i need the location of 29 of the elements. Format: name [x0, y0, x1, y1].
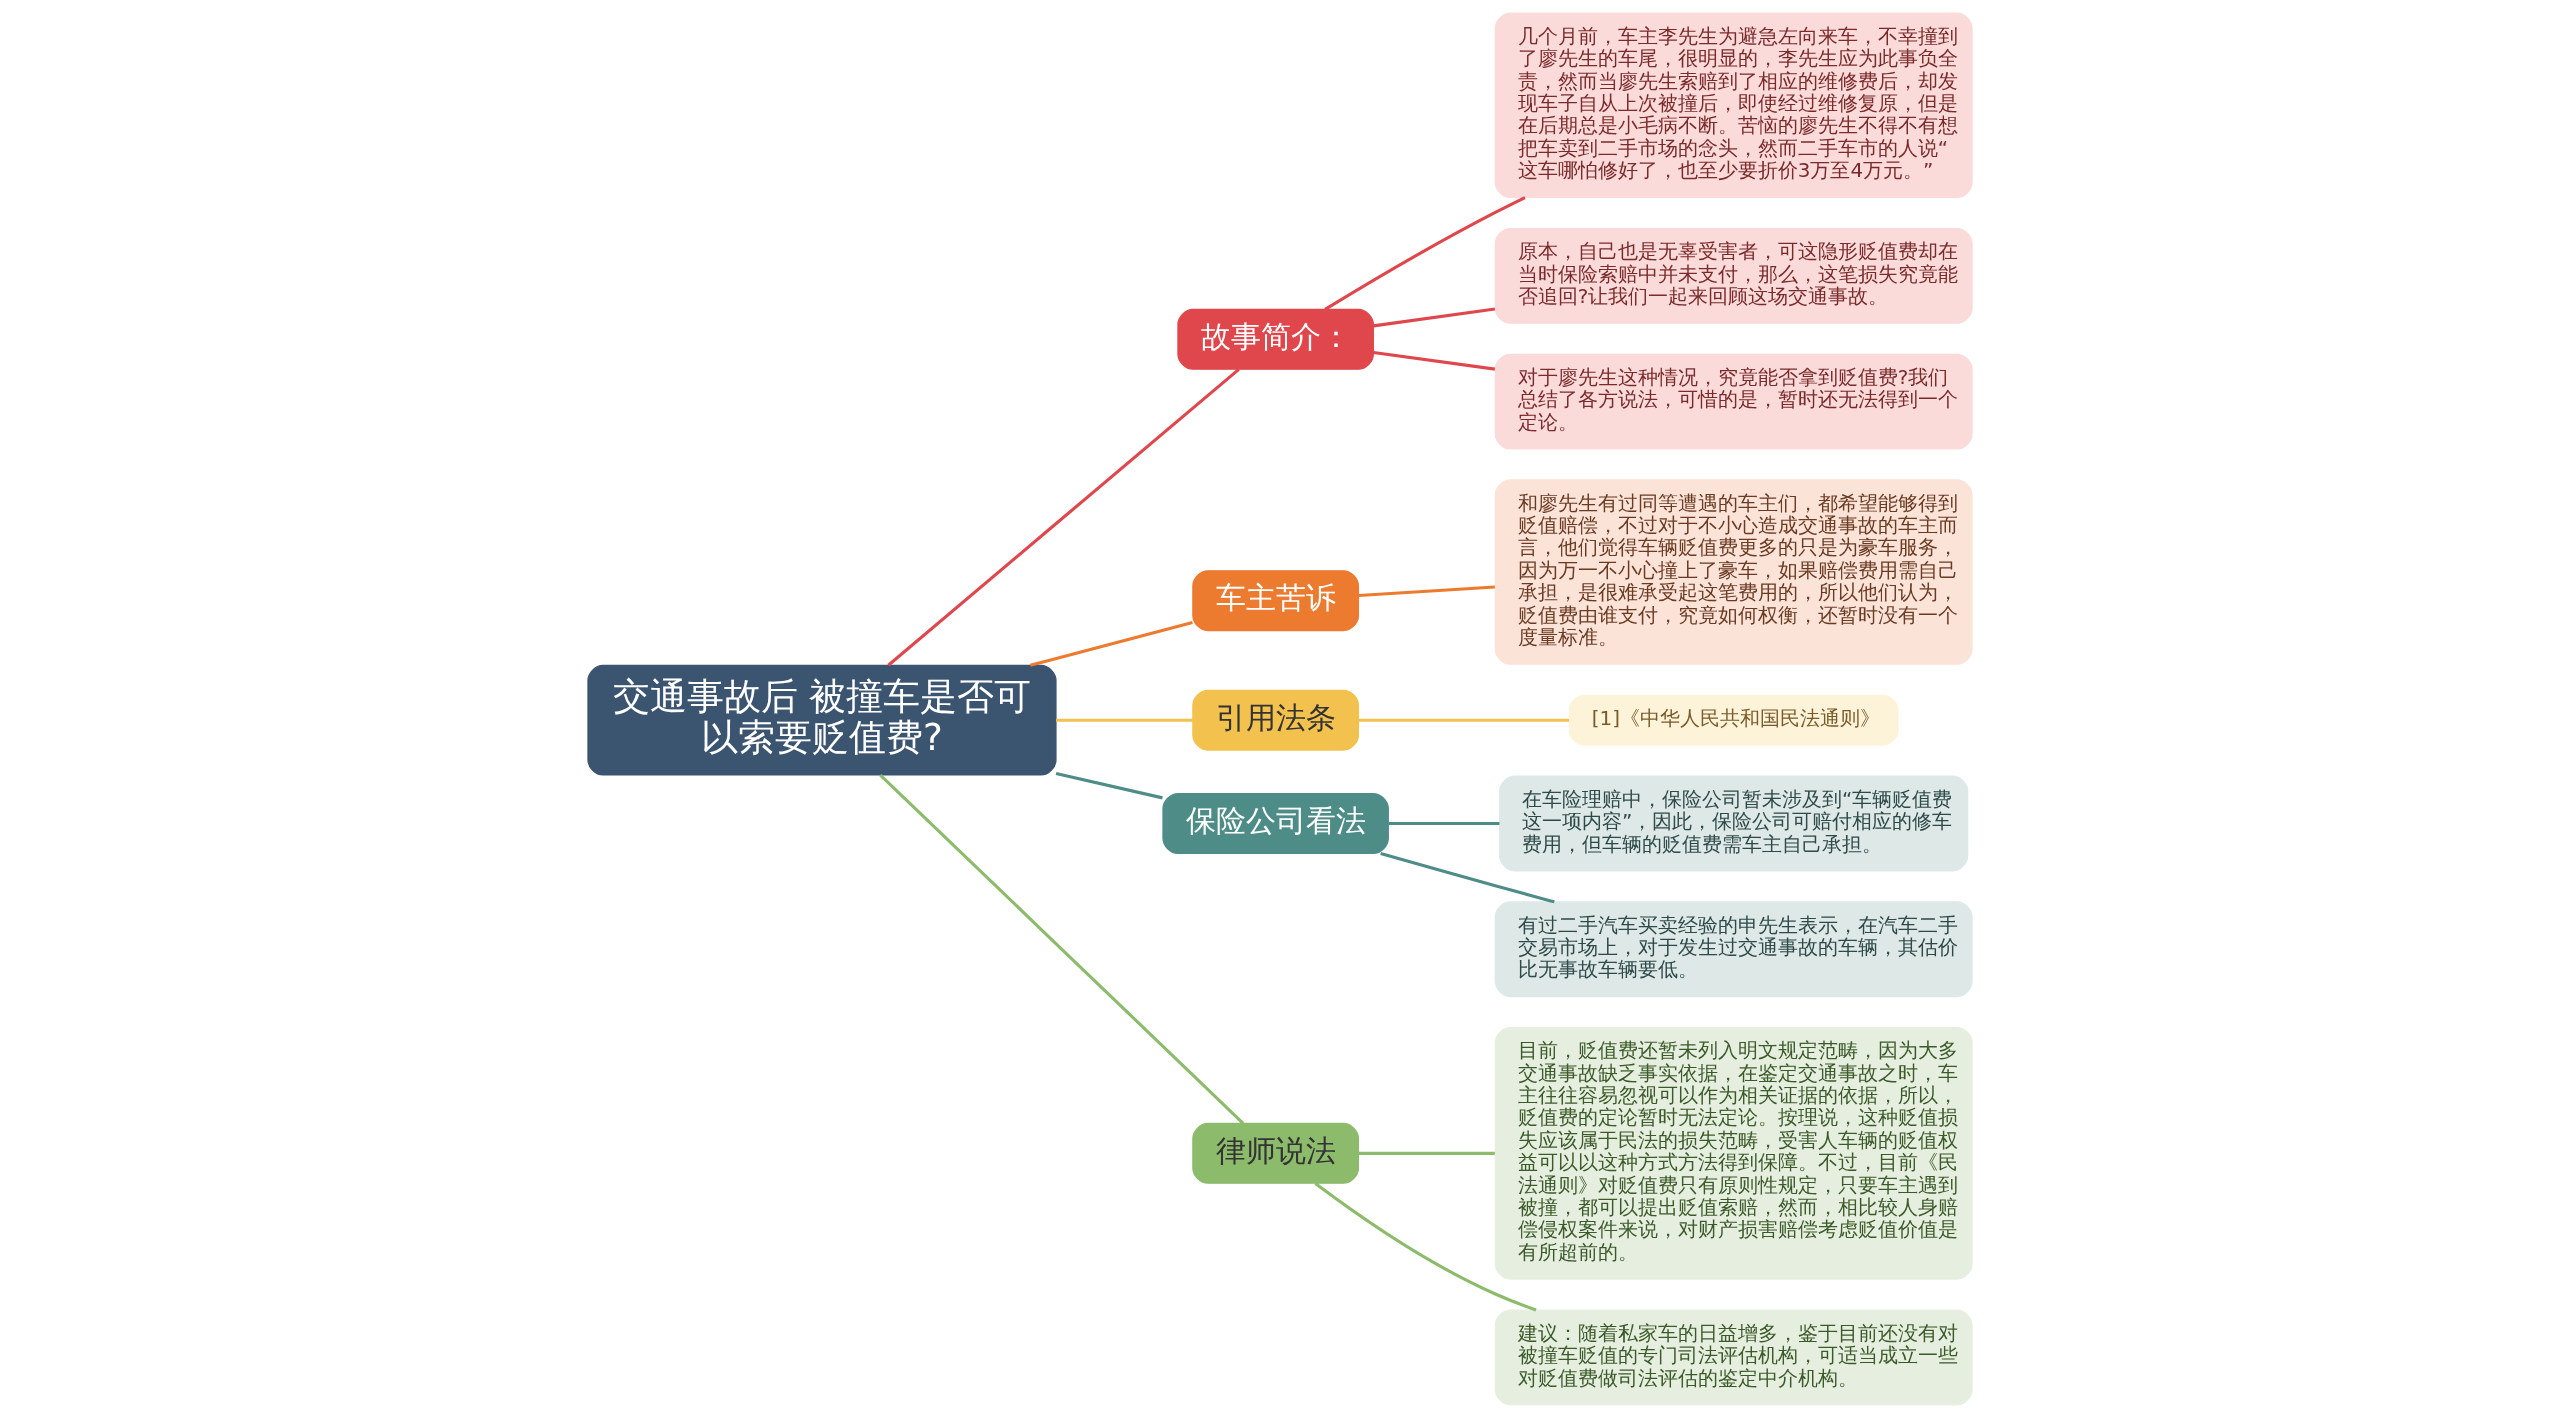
node-box: 车主苦诉: [1192, 570, 1360, 632]
connector: [1373, 351, 1496, 371]
node-box: [1]《中华人民共和国民法通则》: [1568, 694, 1899, 746]
connector: [1056, 718, 1193, 722]
connector: [1380, 851, 1555, 904]
connector: [879, 773, 1245, 1125]
node-box: 几个月前，车主李先生为避急左向来车，不幸撞到了廖先生的车尾，很明显的，李先生应为此事负全责，然而当廖先生索赔到了相应的维修费后，却发现车子自从上次被撞后，即使经过维修复原，但是在后期总是小毛病不断。苦恼的廖先生不得不有想把车卖到二手市场的念头，然而二手车市的人说“这车哪怕修好了，也至少要折价3万至4万元。”: [1494, 12, 1973, 199]
connector: [1373, 307, 1496, 328]
node-box: 故事简介：: [1177, 308, 1374, 370]
connector: [1314, 1182, 1537, 1312]
node-box: 原本，自己也是无辜受害者，可这隐形贬值费却在当时保险索赔中并未支付，那么，这笔损失究竟能否追回?让我们一起来回顾这场交通事故。: [1494, 227, 1973, 324]
connector: [1324, 196, 1526, 311]
node-box: 律师说法: [1192, 1122, 1360, 1184]
node-box: 在车险理赔中，保险公司暂未涉及到“车辆贬值费这一项内容”，因此，保险公司可赔付相应的修车费用，但车辆的贬值费需车主自己承担。: [1499, 775, 1969, 872]
connector: [1358, 585, 1495, 598]
node-box: 建议：随着私家车的日益增多，鉴于目前还没有对被撞车贬值的专门司法评估机构，可适当成立一些对贬值费做司法评估的鉴定中介机构。: [1494, 1309, 1973, 1406]
node-box: 交通事故后 被撞车是否可以索要贬值费?: [587, 664, 1057, 776]
connector: [1358, 718, 1570, 722]
connector: [1055, 772, 1163, 800]
node-box: 保险公司看法: [1162, 793, 1389, 854]
node-box: 对于廖先生这种情况，究竟能否拿到贬值费?我们总结了各方说法，可惜的是，暂时还无法得到一个定论。: [1494, 353, 1973, 450]
node-box: 和廖先生有过同等遭遇的车主们，都希望能够得到贬值赔偿，不过对于不小心造成交通事故的车主而言，他们觉得车辆贬值费更多的只是为豪车服务，因为万一不小心撞上了豪车，如果赔偿费用需自己承担，是很难承受起这笔费用的，所以他们认为，贬值费由谁支付，究竟如何权衡，还暂时没有一个度量标准。: [1494, 479, 1973, 665]
node-box: 目前，贬值费还暂未列入明文规定范畴，因为大多交通事故缺乏事实依据，在鉴定交通事故之时，车主往往容易忽视可以作为相关证据的依据，所以，贬值费的定论暂时无法定论。按理说，这种贬值损失应该属于民法的损失范畴，受害人车辆的贬值权益可以以这种方式方法得到保障。不过，目前《民法通则》对贬值费只有原则性规定，只要车主遇到被撞，都可以提出贬值索赔，然而，相比较人身赔偿侵权案件来说，对财产损害赔偿考虑贬值价值是有所超前的。: [1494, 1027, 1973, 1280]
connector: [1029, 620, 1193, 667]
connector: [887, 368, 1240, 667]
node-box: 引用法条: [1192, 689, 1360, 751]
connector: [1388, 821, 1500, 826]
node-box: 有过二手汽车买卖经验的申先生表示，在汽车二手交易市场上，对于发生过交通事故的车辆，其估价比无事故车辆要低。: [1494, 901, 1973, 998]
connector: [1358, 1151, 1495, 1155]
